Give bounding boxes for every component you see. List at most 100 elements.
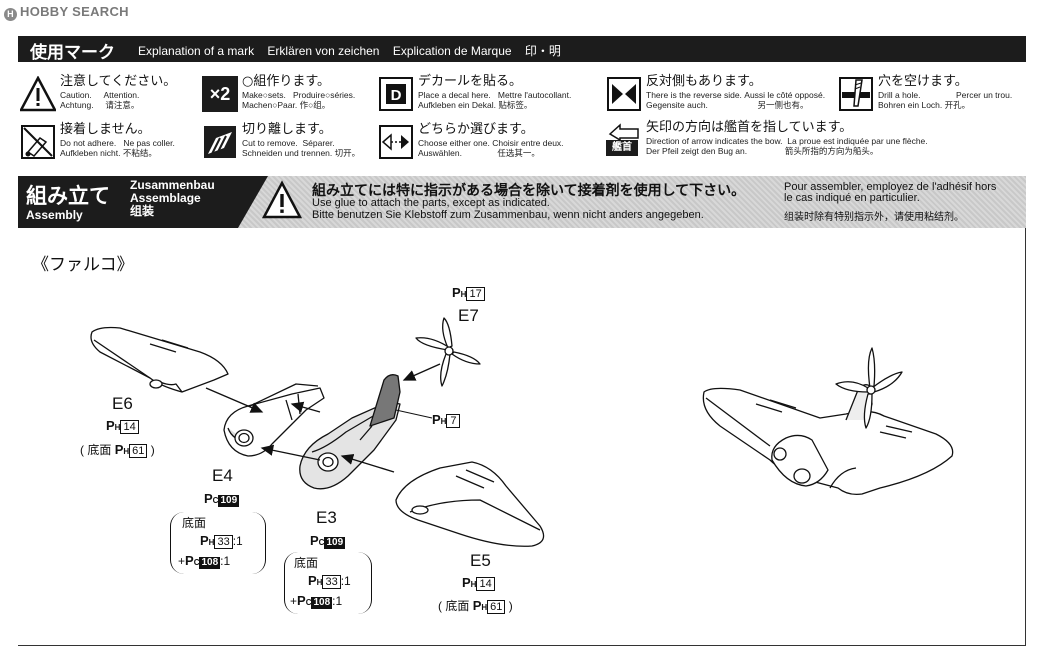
glue-note-fr-line2: le cas indiqué en particulier.	[784, 192, 920, 204]
e3-mix-bracket	[284, 552, 372, 614]
watermark-text: HOBBY SEARCH	[20, 4, 129, 19]
glue-note-de: Bitte benutzen Sie Klebstoff zum Zusamme…	[312, 209, 704, 221]
part-e5-right-wing	[395, 461, 545, 547]
bow-en: Direction of arrow indicates the bow.	[646, 136, 783, 146]
part-tail-fin	[369, 374, 401, 427]
reverse-side-icon	[607, 77, 641, 111]
reverse-jp: 反対側もあります。	[646, 74, 762, 89]
assembly-title-jp: 組み立て	[26, 184, 110, 208]
reverse-fr: Aussi le côté opposé.	[744, 90, 826, 100]
pair-jp: ○組作ります。	[242, 74, 331, 89]
e7-label: E7	[458, 306, 479, 325]
choose-icon	[379, 125, 413, 159]
assembly-content-frame	[18, 228, 1026, 646]
watermark-icon: H	[4, 8, 17, 21]
reverse-de: Gegensite auch.	[646, 100, 708, 110]
glue-note-jp: 組み立てには特に指示がある場合を除いて接着剤を使用して下さい。	[312, 183, 746, 199]
bow-cn: 箭头所指的方向为船头。	[784, 146, 879, 156]
mark-legend-languages: Explanation of a mark Erklären von zeich…	[138, 42, 571, 59]
drill-cn: 开孔。	[944, 100, 971, 110]
legend-reverse: 反対側もあります。 There is the reverse side. Aus…	[606, 74, 836, 116]
lang-fr: Explication de Marque	[392, 44, 512, 58]
cut-en: Cut to remove.	[242, 138, 298, 148]
caution-jp: 注意してください。	[60, 74, 177, 89]
glue-note-cn: 组装时除有特别指示外，请使用粘结剂。	[784, 212, 964, 223]
glue-note-en-de: Use glue to attach the parts, except as …	[312, 197, 704, 221]
choose-cn: 任选其一。	[497, 148, 540, 158]
cut-fr: Séparer.	[302, 138, 335, 148]
decal-en: Place a decal here.	[418, 90, 491, 100]
no-adhere-jp: 接着しません。	[60, 122, 151, 137]
leader-tail-paint	[395, 409, 433, 419]
bow-de: Der Pfeil zeigt den Bug an.	[646, 146, 748, 156]
caution-icon	[20, 76, 56, 112]
lang-cn: 印・明	[524, 44, 561, 58]
legend-choose: どちらか選びます。 Choose either one. Choisir ent…	[378, 122, 608, 164]
mark-legend-header: 使用マーク Explanation of a mark Erklären von…	[18, 36, 1026, 63]
cut-de: Schneiden und trennen.	[242, 148, 333, 158]
e4-bottom-word: 底面	[182, 516, 207, 530]
e3-label: E3	[316, 508, 337, 527]
glue-note-fr-line1: Pour assembler, employez de l'adhésif ho…	[784, 181, 997, 193]
arrow-e3-to-e4	[290, 401, 321, 413]
no-adhere-en: Do not adhere.	[60, 138, 117, 148]
assembly-title-en: Assembly	[26, 208, 83, 222]
arrow-e3-peg	[260, 444, 321, 461]
bow-fr: La proue est indiquée par une flèche.	[787, 136, 928, 146]
lang-de: Erklären von zeichen	[267, 44, 380, 58]
part-e7-propeller	[415, 317, 481, 387]
cut-cn: 切开。	[334, 148, 361, 158]
cut-jp: 切り離します。	[242, 122, 332, 137]
lang-en: Explanation of a mark	[138, 44, 255, 58]
decal-de: Aufkleben ein Dekal.	[418, 100, 496, 110]
times-two-icon: ×2	[202, 76, 238, 112]
assembly-title-cn: 组装	[130, 204, 155, 218]
pair-en: Make○sets.	[242, 90, 286, 100]
arrow-e6-to-e4	[205, 387, 264, 413]
choose-jp: どちらか選びます。	[418, 122, 534, 137]
caution-en: Caution.	[60, 90, 92, 100]
caution-fr: Attention.	[103, 90, 140, 100]
assembly-title-fr: Assemblage	[130, 191, 201, 205]
mark-legend-title: 使用マーク	[30, 43, 115, 63]
legend-cut: 切り離します。 Cut to remove. Séparer. Schneide…	[202, 122, 382, 164]
section-title: 《ファルコ》	[32, 255, 134, 275]
drill-jp: 穴を空けます。	[878, 74, 968, 89]
assembly-title-multilang: Zusammenbau Assemblage 组装	[130, 179, 215, 218]
e5-label: E5	[470, 551, 491, 570]
no-adhere-fr: Ne pas coller.	[123, 138, 175, 148]
glue-note-en: Use glue to attach the parts, except as …	[312, 197, 550, 209]
drill-de: Bohren ein Loch.	[878, 100, 943, 110]
decal-cn: 贴标签。	[498, 100, 533, 110]
bow-arrow-icon	[608, 123, 639, 140]
decal-jp: デカールを貼る。	[418, 74, 523, 89]
decal-fr: Mettre l'autocollant.	[497, 90, 572, 100]
drill-fr: Percer un trou.	[955, 90, 1013, 100]
bow-badge: 艦首	[606, 140, 638, 156]
legend-no-adhere: 接着しません。 Do not adhere. Ne pas coller. Au…	[20, 122, 200, 164]
arrow-e7-to-tail	[402, 363, 441, 381]
pair-de: Machen○Paar.	[242, 100, 298, 110]
assembly-header-dark-panel	[18, 176, 268, 228]
drill-en: Drill a hole.	[878, 90, 921, 100]
reverse-en: There is the reverse side.	[646, 90, 742, 100]
e4-label: E4	[212, 466, 233, 485]
e6-label: E6	[112, 394, 133, 413]
part-e4-fuselage-half	[223, 383, 325, 457]
no-adhere-cn: 不粘结。	[122, 148, 157, 158]
caution-cn: 请注意。	[105, 100, 140, 110]
